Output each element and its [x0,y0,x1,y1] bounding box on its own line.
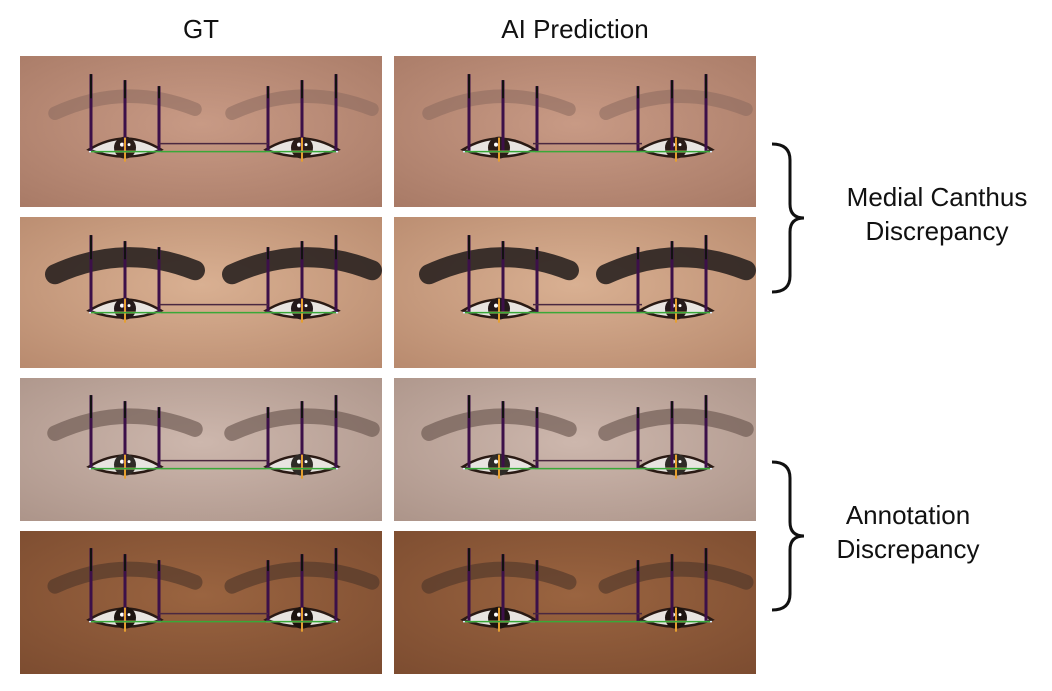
annotation-label-line1: Annotation [845,500,971,530]
ai-eye-image [394,378,756,521]
gt-eye-image [20,217,382,368]
ai-prediction-column-header: AI Prediction [501,14,649,44]
gt-column-header: GT [182,14,220,44]
annotation-brace [771,460,805,612]
ai-eye-image [394,217,756,368]
ai-eye-image [394,531,756,674]
gt-eye-image [20,378,382,521]
medial-canthus-label-line2: Discrepancy [865,216,1009,246]
annotation-discrepancy-label: Annotation Discrepancy [808,498,1008,566]
medial-canthus-brace [771,142,805,294]
ai-eye-image [394,56,756,207]
gt-eye-image [20,531,382,674]
medial-canthus-label-line1: Medial Canthus [846,182,1028,212]
gt-eye-image [20,56,382,207]
annotation-label-line2: Discrepancy [836,534,980,564]
medial-canthus-label: Medial Canthus Discrepancy [822,180,1052,248]
